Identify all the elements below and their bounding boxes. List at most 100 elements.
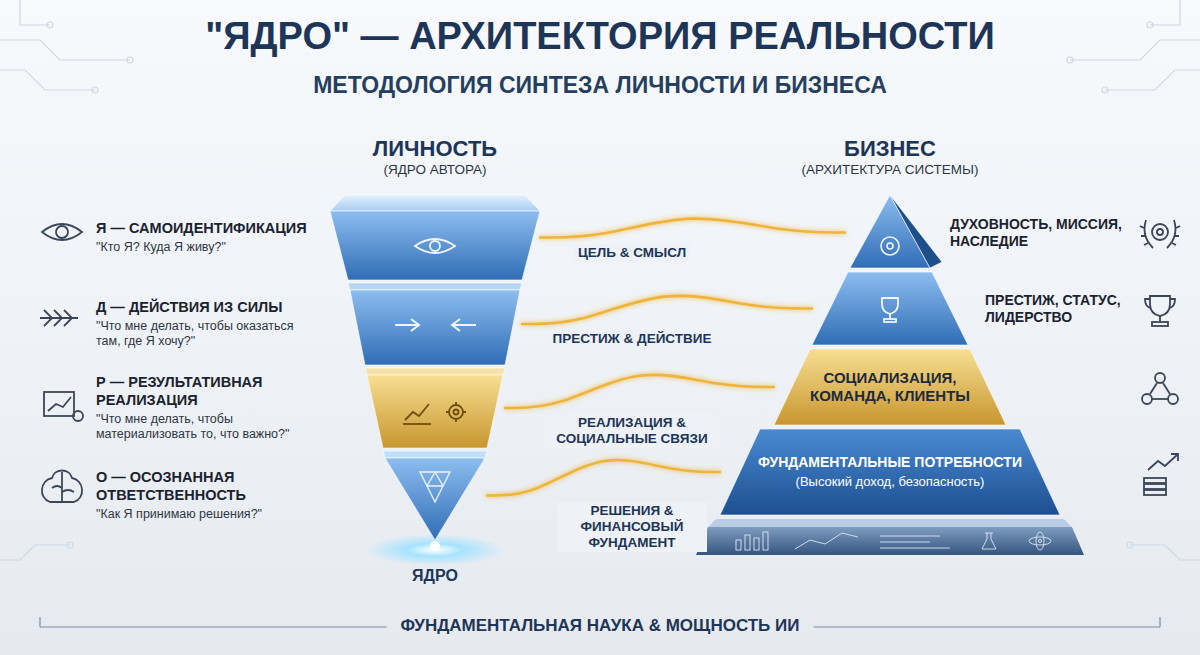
science-plate <box>982 533 996 549</box>
trophy-icon <box>1145 299 1175 308</box>
layer-mesh-symbol <box>420 472 450 502</box>
people-icon <box>1150 383 1157 394</box>
tier-trophy-symbol <box>889 314 891 319</box>
column-subheading: (ЯДРО АВТОРА) <box>383 162 486 178</box>
tier-trophy-symbol <box>884 319 896 322</box>
brain-icon <box>61 472 63 502</box>
layer-face <box>348 283 522 290</box>
identity-layer: Я — САМОИДЕНТИФИКАЦИЯ "Кто Я? Куда Я живу… <box>96 195 540 280</box>
layer-face <box>385 458 485 540</box>
people-icon <box>1155 373 1165 383</box>
trophy-icon <box>1145 296 1175 326</box>
science-plate <box>745 535 750 550</box>
text-holder: ЛИЧНОСТЬ <box>373 136 497 162</box>
social-tier: СОЦИАЛИЗАЦИЯ, КОМАНДА, КЛИЕНТЫ <box>774 349 1006 425</box>
layer-note: (Высокий доход, безопасность) <box>750 474 1030 490</box>
layer-heading: ПРЕСТИЖ, СТАТУС, ЛИДЕРСТВО <box>985 292 1135 326</box>
tier-emblem-symbol <box>881 237 899 255</box>
column-subheading: (АРХИТЕКТУРА СИСТЕМЫ) <box>801 162 978 178</box>
connector-label: РЕШЕНИЯ & ФИНАНСОВЫЙ ФУНДАМЕНТ <box>557 502 707 553</box>
laurel-icon <box>1145 220 1153 248</box>
circuit-traces <box>0 545 70 560</box>
circuit-traces <box>1102 87 1108 93</box>
layer-eye-symbol <box>415 239 455 253</box>
layer-chart-symbol <box>405 404 429 420</box>
circuit-traces <box>47 22 53 28</box>
layer-shape <box>812 272 1135 345</box>
tier-trophy-symbol <box>882 298 898 322</box>
brain-icon <box>52 486 74 492</box>
science-plate <box>736 540 741 550</box>
main-title: "ЯДРО" — АРХИТЕКТОРИЯ РЕАЛЬНОСТИ <box>205 14 995 60</box>
text-holder: ЦЕЛЬ & СМЫСЛ <box>574 244 690 262</box>
science-plate <box>696 527 1084 555</box>
connector-label: ПРЕСТИЖ & ДЕЙСТВИЕ <box>549 330 716 348</box>
tier-emblem-symbol <box>881 237 899 255</box>
layer-note: "Что мне делать, чтобы материализовать т… <box>96 412 320 442</box>
circuit-traces <box>1067 57 1073 63</box>
eye-icon <box>42 224 82 240</box>
circuit-traces <box>1147 22 1153 28</box>
mission-tier: ДУХОВНОСТЬ, МИССИЯ, НАСЛЕДИЕ <box>845 195 1135 270</box>
layer-heading: Р — РЕЗУЛЬТАТИВНАЯ РЕАЛИЗАЦИЯ <box>96 374 320 409</box>
layer-chart-symbol <box>449 405 463 419</box>
people-icon <box>1142 394 1152 404</box>
text-holder: ФУНДАМЕНТАЛЬНАЯ НАУКА & МОЩНОСТЬ ИИ <box>386 616 813 636</box>
foundation-line <box>39 617 40 627</box>
subtitle: МЕТОДОЛОГИЯ СИНТЕЗА ЛИЧНОСТИ И БИЗНЕСА <box>313 72 887 100</box>
layer-heading: ФУНДАМЕНТАЛЬНЫЕ ПОТРЕБНОСТИ <box>750 454 1030 471</box>
layer-chart-symbol <box>446 402 466 422</box>
science-plate <box>880 542 930 543</box>
laurel-icon <box>1140 220 1180 248</box>
layer-heading: СОЦИАЛИЗАЦИЯ, КОМАНДА, КЛИЕНТЫ <box>800 369 980 405</box>
layer-face <box>365 368 505 375</box>
circuit-traces <box>1070 40 1200 60</box>
layer-heading: ДУХОВНОСТЬ, МИССИЯ, НАСЛЕДИЕ <box>950 216 1135 250</box>
layer-chart-symbol <box>403 423 431 425</box>
column-heading: ЛИЧНОСТЬ <box>373 136 497 162</box>
chart-icon <box>73 411 83 421</box>
text-holder: (АРХИТЕКТУРА СИСТЕМЫ) <box>801 162 978 178</box>
text-holder: (ЯДРО АВТОРА) <box>383 162 486 178</box>
laurel-icon <box>1157 229 1163 235</box>
text-holder: ЯДРО <box>412 566 458 585</box>
layer-face <box>330 195 540 211</box>
science-plate <box>880 548 950 549</box>
arrows-icon <box>54 310 62 326</box>
arrows-icon <box>44 310 52 326</box>
money-icon <box>1144 478 1166 483</box>
layer-arrows-symbol <box>452 319 476 331</box>
trophy-icon <box>1159 316 1161 322</box>
connector-label: РЕАЛИЗАЦИЯ & СОЦИАЛЬНЫЕ СВЯЗИ <box>545 414 720 448</box>
layer-face <box>383 451 487 458</box>
science-plate <box>754 538 759 550</box>
layer-mesh-symbol <box>420 472 450 502</box>
layer-chart-symbol <box>454 410 459 415</box>
circuit-traces <box>0 70 95 90</box>
foundation-line <box>1159 617 1160 627</box>
glow-connector <box>487 460 720 495</box>
layer-note: "Что мне делать, чтобы оказаться там, гд… <box>96 319 320 349</box>
layer-note: "Кто Я? Куда Я живу?" <box>96 240 320 255</box>
layer-face <box>774 349 1006 425</box>
laurel-icon <box>1167 220 1175 248</box>
science-plate <box>708 519 1072 527</box>
prestige-tier: ПРЕСТИЖ, СТАТУС, ЛИДЕРСТВО <box>812 272 1135 345</box>
layer-face <box>720 429 1060 515</box>
text-holder: МЕТОДОЛОГИЯ СИНТЕЗА ЛИЧНОСТИ И БИЗНЕСА <box>313 72 887 100</box>
circuit-traces <box>1150 0 1180 25</box>
text-holder: БИЗНЕС <box>844 136 936 162</box>
science-plate <box>1029 537 1051 545</box>
circuit-traces <box>67 542 73 548</box>
layer-eye-symbol <box>415 239 455 253</box>
people-icon <box>1168 394 1178 404</box>
layer-note: "Как Я принимаю решения?" <box>96 507 320 522</box>
responsibility-layer: О — ОСОЗНАННАЯ ОТВЕТСТВЕННОСТЬ"Как Я при… <box>96 451 487 540</box>
core-glow <box>430 541 440 551</box>
trophy-icon <box>1150 296 1170 316</box>
science-plate <box>1036 532 1044 550</box>
layer-heading: Я — САМОИДЕНТИФИКАЦИЯ <box>96 220 320 237</box>
arrows-icon <box>40 317 78 319</box>
foundation-caption: ФУНДАМЕНТАЛЬНАЯ НАУКА & МОЩНОСТЬ ИИ <box>386 616 813 636</box>
